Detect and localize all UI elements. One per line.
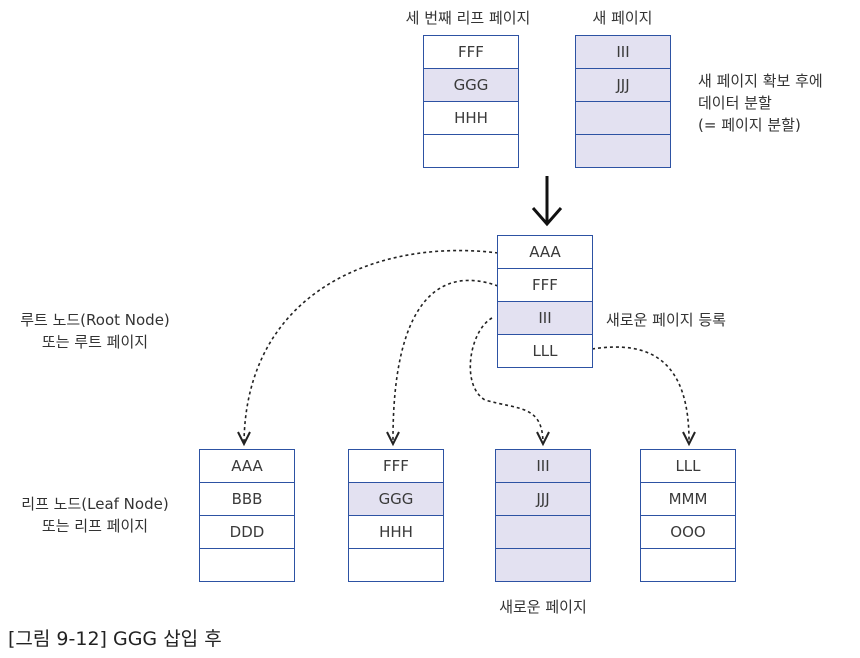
page-row: LLL bbox=[641, 450, 735, 483]
pointer-iii-line bbox=[469, 317, 544, 445]
page-row: FFF bbox=[349, 450, 443, 483]
down-arrow-icon bbox=[531, 176, 563, 227]
leaf-label-line: 또는 리프 페이지 bbox=[41, 517, 149, 535]
leaf-page-4: LLL MMM OOO bbox=[640, 449, 736, 582]
page-row: OOO bbox=[641, 516, 735, 549]
page-row: GGG bbox=[349, 483, 443, 516]
page-row bbox=[641, 549, 735, 582]
root-label-line: 또는 루트 페이지 bbox=[41, 333, 149, 351]
split-note-line: 데이터 분할 bbox=[698, 94, 772, 112]
page-row bbox=[424, 135, 518, 168]
figure-caption: [그림 9-12] GGG 삽입 후 bbox=[8, 628, 222, 650]
new-page-bottom-label: 새로운 페이지 bbox=[499, 598, 587, 616]
page-row: MMM bbox=[641, 483, 735, 516]
split-note-line: (= 페이지 분할) bbox=[698, 116, 801, 134]
page-row: LLL bbox=[532, 342, 558, 360]
pointer-fff-head bbox=[386, 431, 400, 447]
root-page: AAA FFF III LLL bbox=[497, 235, 593, 368]
page-row: GGG bbox=[424, 69, 518, 102]
page-row bbox=[576, 135, 670, 168]
new-page-top: III JJJ bbox=[575, 35, 671, 168]
pointer-aaa-head bbox=[237, 431, 251, 447]
split-note: 새 페이지 확보 후에 데이터 분할 (= 페이지 분할) bbox=[698, 70, 823, 136]
leaf-node-label: 리프 노드(Leaf Node) 또는 리프 페이지 bbox=[0, 493, 190, 537]
leaf-label-line: 리프 노드(Leaf Node) bbox=[21, 495, 169, 513]
page-row bbox=[576, 102, 670, 135]
leaf-page-2: FFF GGG HHH bbox=[348, 449, 444, 582]
page-row: FFF bbox=[498, 269, 592, 302]
page-row: III bbox=[576, 36, 670, 69]
page-row: JJJ bbox=[576, 69, 670, 102]
page-row: III bbox=[496, 450, 590, 483]
leaf-page-3: III JJJ bbox=[495, 449, 591, 582]
third-leaf-page-title: 세 번째 리프 페이지 bbox=[405, 9, 531, 27]
pointer-fff-line bbox=[392, 279, 499, 445]
split-note-line: 새 페이지 확보 후에 bbox=[698, 72, 823, 90]
leaf-page-1: AAA BBB DDD bbox=[199, 449, 295, 582]
page-row: FFF bbox=[424, 36, 518, 69]
root-label-line: 루트 노드(Root Node) bbox=[20, 311, 170, 329]
page-row: HHH bbox=[349, 516, 443, 549]
page-row: III bbox=[498, 302, 592, 335]
page-row: AAA bbox=[200, 450, 294, 483]
new-page-title: 새 페이지 bbox=[592, 9, 653, 27]
page-row: JJJ bbox=[496, 483, 590, 516]
page-row bbox=[200, 549, 294, 582]
pointer-aaa-line bbox=[243, 249, 499, 445]
pointer-iii-head bbox=[536, 431, 550, 447]
page-row: HHH bbox=[424, 102, 518, 135]
pointer-lll-head bbox=[682, 431, 696, 447]
page-row: AAA bbox=[498, 236, 592, 269]
root-note: 새로운 페이지 등록 bbox=[606, 311, 726, 329]
page-row bbox=[496, 516, 590, 549]
page-row: DDD bbox=[200, 516, 294, 549]
third-leaf-page: FFF GGG HHH bbox=[423, 35, 519, 168]
page-row: BBB bbox=[200, 483, 294, 516]
root-node-label: 루트 노드(Root Node) 또는 루트 페이지 bbox=[0, 309, 190, 353]
pointer-lll-line bbox=[591, 346, 690, 445]
page-row bbox=[496, 549, 590, 582]
page-row bbox=[349, 549, 443, 582]
